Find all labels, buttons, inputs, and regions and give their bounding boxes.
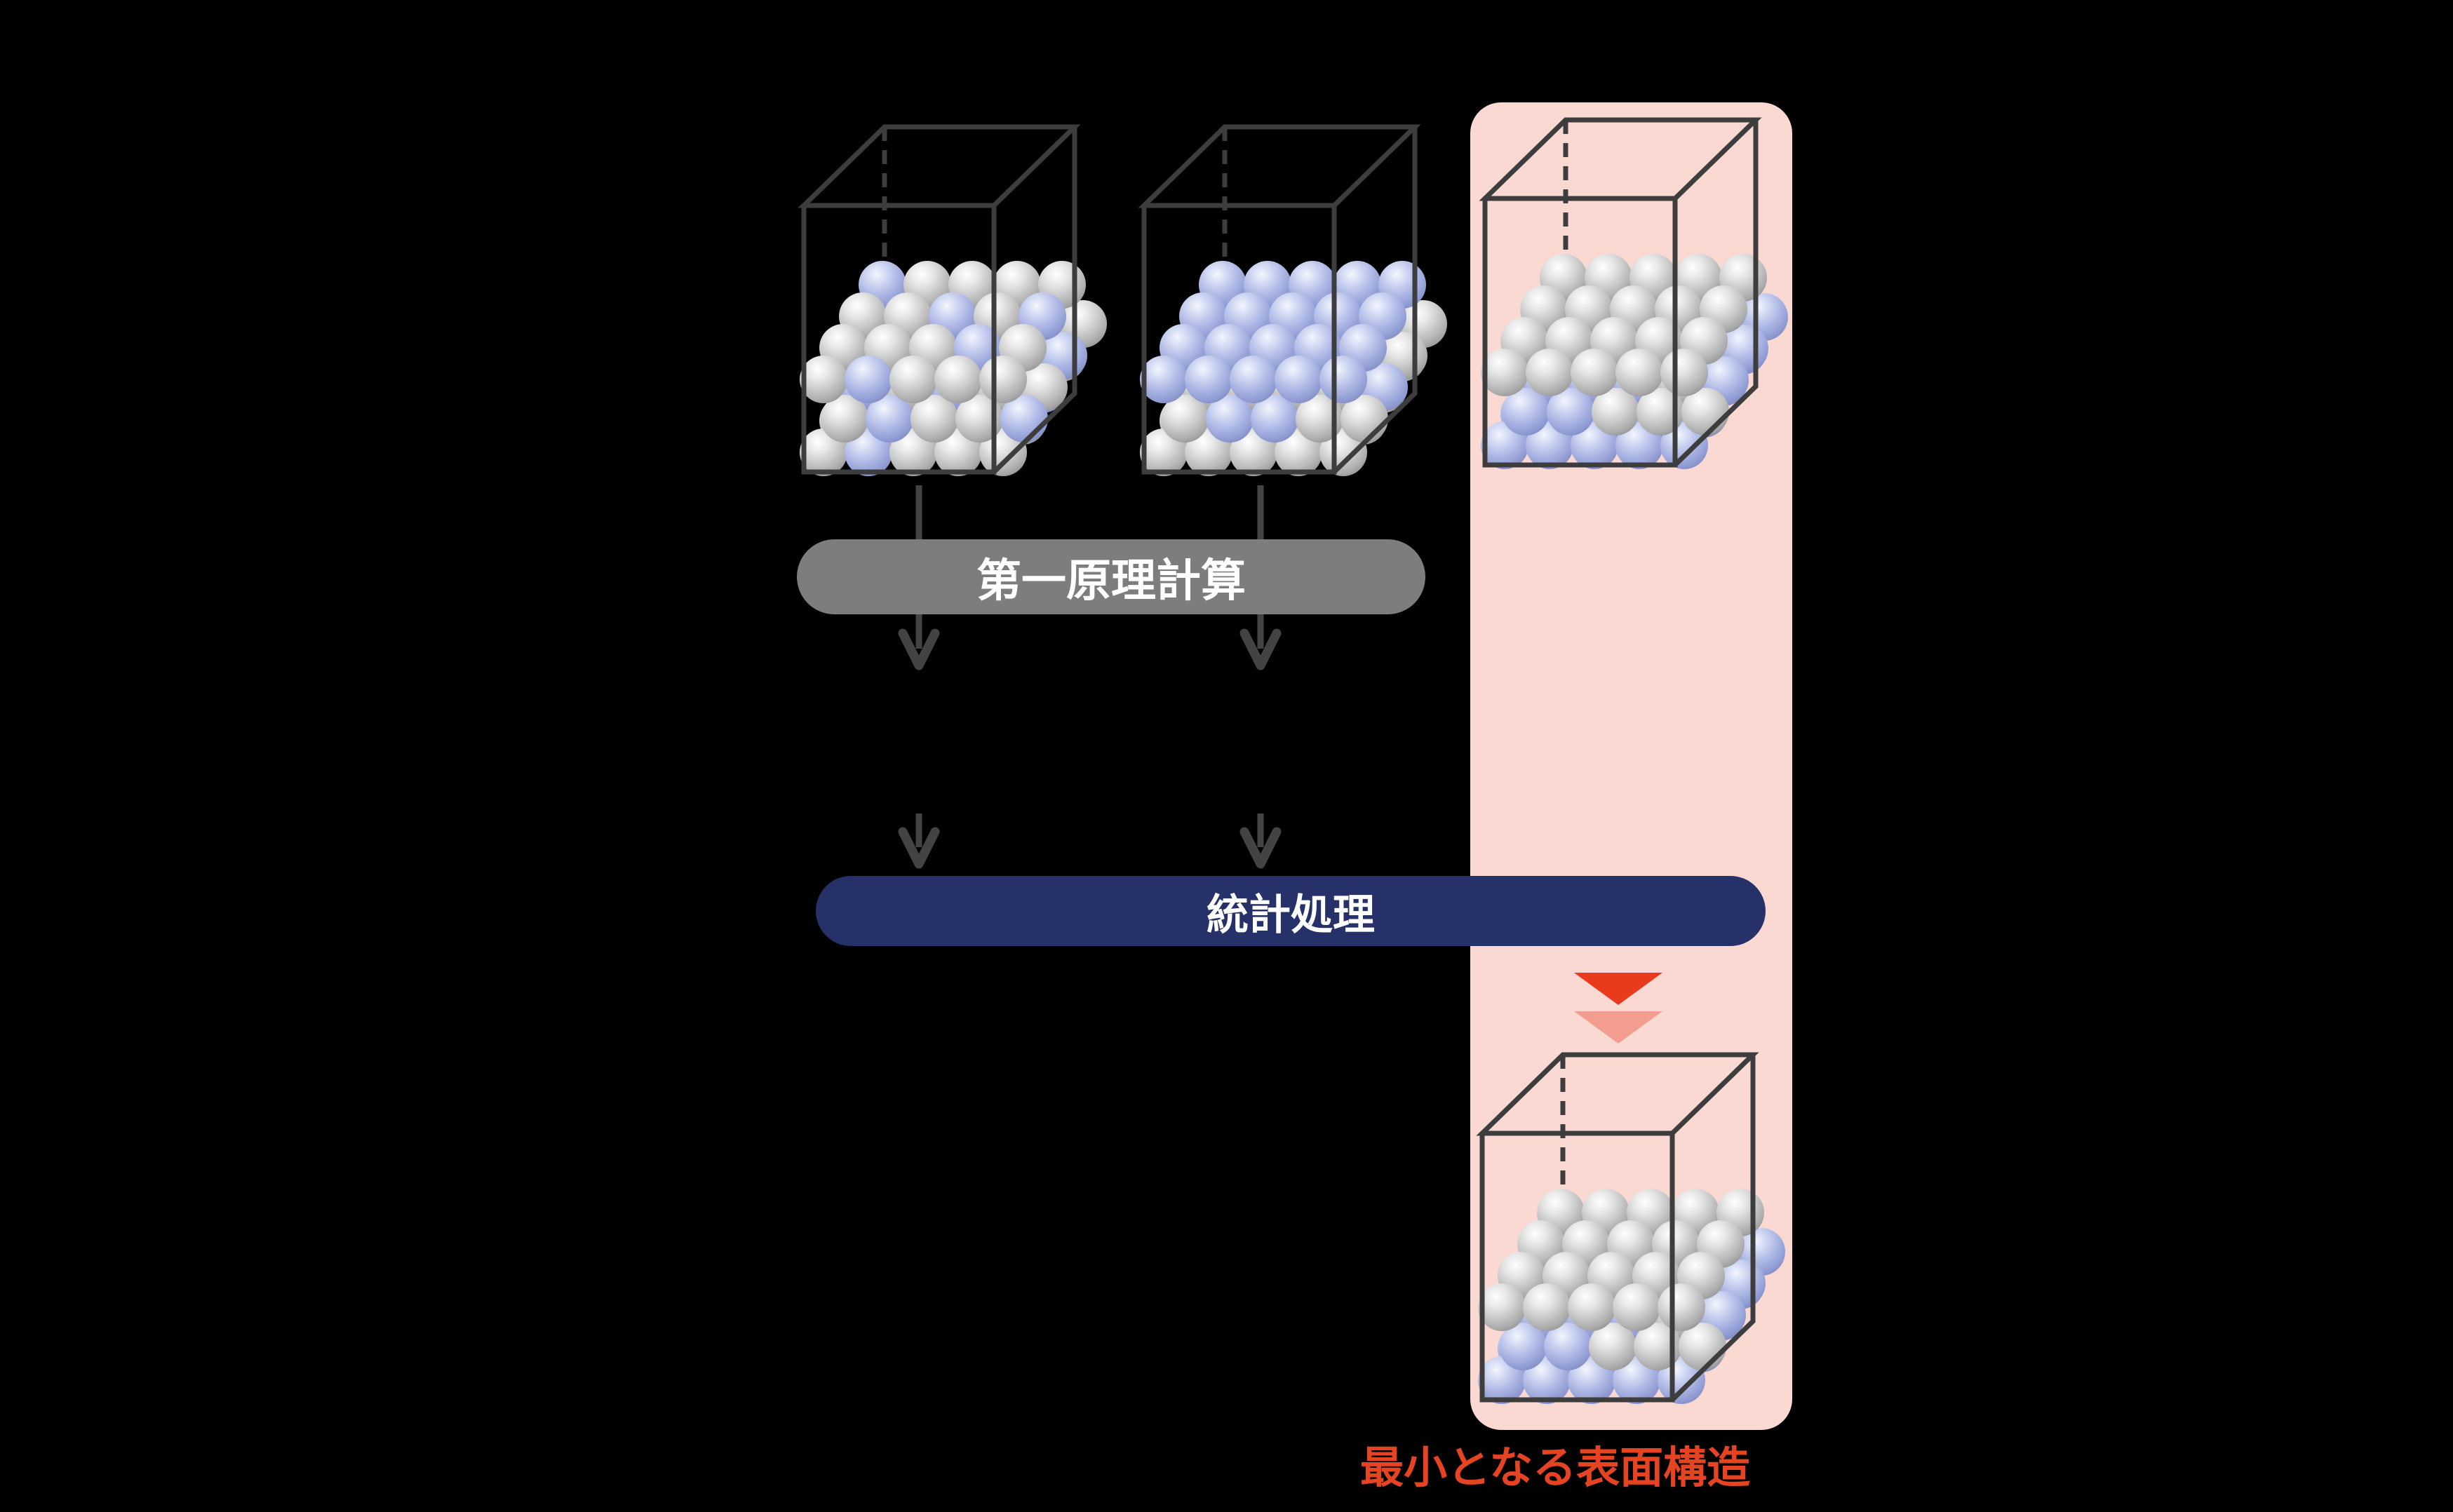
atom-blue (1275, 356, 1322, 403)
first-principles-label: 第一原理計算 (976, 555, 1246, 607)
atom-gray (1634, 1323, 1681, 1370)
cube-wireframe (1476, 1052, 1759, 1136)
cube-wireframe (1479, 1055, 1756, 1403)
atom-gray (1526, 349, 1573, 396)
down-arrow (898, 814, 940, 869)
atom-blue (1140, 356, 1188, 403)
first-principles-step: 第一原理計算 (797, 539, 1425, 614)
cell-gray-surface-candidate (1479, 117, 1788, 469)
down-arrow (1239, 814, 1282, 869)
cell-blue-surface (1138, 124, 1447, 476)
cell-random-alloy (798, 124, 1107, 476)
cube-wireframe (1141, 127, 1418, 475)
atom-gray (955, 395, 1003, 443)
cube-wireframe (1482, 120, 1759, 468)
atom-blue (845, 356, 892, 403)
atom-blue (1499, 1323, 1547, 1370)
atom-gray (1296, 395, 1343, 443)
atom-spheres (1140, 261, 1447, 476)
atom-gray (934, 356, 982, 403)
atom-blue (1206, 395, 1254, 443)
cube-wireframe (801, 127, 1077, 475)
atom-spheres (1478, 1189, 1785, 1404)
cell-gray-surface-optimal (1476, 1052, 1785, 1404)
atom-blue (1251, 395, 1298, 443)
atom-blue (1185, 356, 1232, 403)
atom-blue (866, 395, 913, 443)
result-caption-text: 最小となる表面構造 (1360, 1442, 1751, 1493)
atom-gray (1658, 1283, 1705, 1331)
statistics-label: 統計処理 (1207, 890, 1375, 940)
atom-gray (1660, 349, 1708, 396)
atom-blue (1547, 388, 1594, 436)
atom-gray (800, 356, 847, 403)
down-arrow (1239, 614, 1282, 670)
result-caption: 最小となる表面構造 (1360, 1432, 1750, 1495)
down-arrow (898, 614, 940, 670)
cube-wireframe (1479, 117, 1762, 201)
atom-gray (910, 395, 958, 443)
atom-gray (1613, 1283, 1660, 1331)
cube-wireframe (1138, 124, 1421, 208)
cube-wireframe (798, 124, 1081, 208)
atom-gray (1571, 349, 1618, 396)
atom-blue (1502, 388, 1550, 436)
atom-gray (1481, 349, 1528, 396)
atom-gray (1523, 1283, 1571, 1331)
atom-blue (1319, 356, 1367, 403)
atom-gray (1592, 388, 1639, 436)
atom-gray (1478, 1283, 1526, 1331)
atom-spheres (1481, 254, 1788, 469)
atom-gray (889, 356, 937, 403)
atom-gray (1568, 1283, 1615, 1331)
atom-blue (1230, 356, 1277, 403)
atom-gray (1589, 1323, 1637, 1370)
statistics-step: 統計処理 (816, 876, 1766, 946)
atom-gray (1161, 395, 1209, 443)
atom-spheres (800, 261, 1107, 476)
atom-gray (1615, 349, 1663, 396)
atom-gray (1637, 388, 1684, 436)
atom-gray (821, 395, 868, 443)
atom-blue (1544, 1323, 1592, 1370)
atom-gray (979, 356, 1027, 403)
